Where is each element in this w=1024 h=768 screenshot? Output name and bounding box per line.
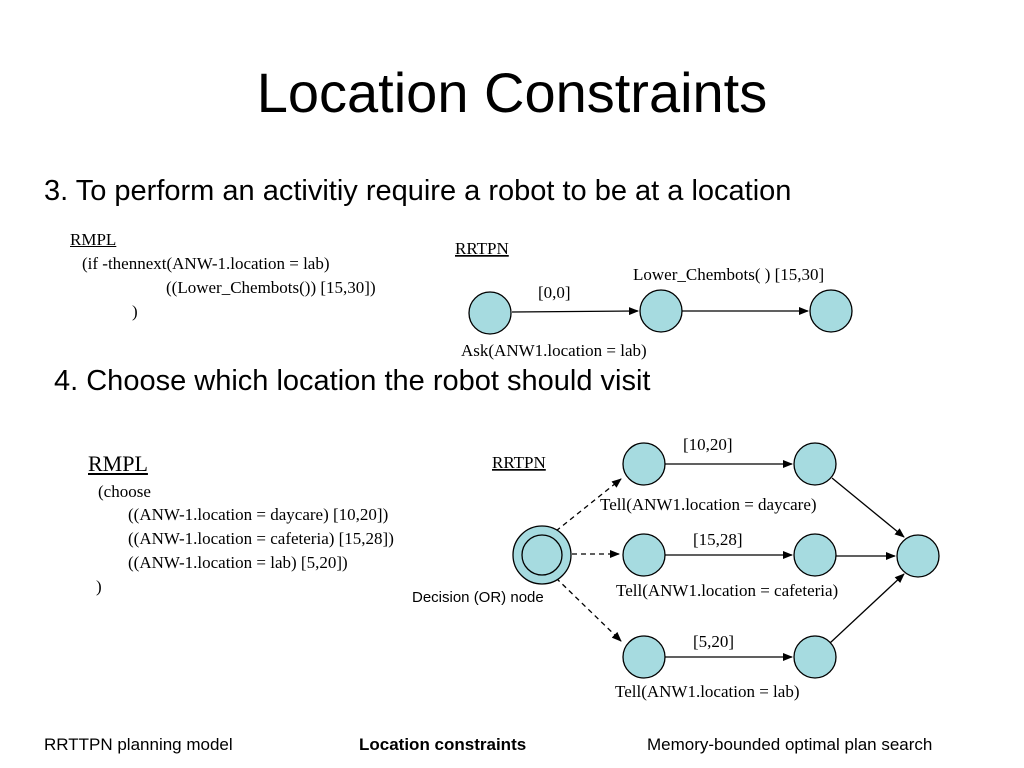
rrtpn-1-edge-1-label: [0,0] bbox=[538, 283, 571, 302]
merge-edge-lab bbox=[829, 573, 905, 644]
cafeteria-interval-label: [15,28] bbox=[693, 530, 743, 549]
rrtpn-2-heading: RRTPN bbox=[492, 453, 546, 472]
merge-node bbox=[896, 534, 940, 578]
rmpl-1-line-2: ((Lower_Chembots()) [15,30]) bbox=[166, 278, 376, 297]
daycare-start-node bbox=[622, 442, 666, 486]
rmpl-1-line-3: ) bbox=[132, 302, 138, 321]
point-3-text: 3. To perform an activitiy require a rob… bbox=[44, 175, 792, 207]
footer-left: RRTTPN planning model bbox=[44, 735, 233, 754]
cafeteria-start-node bbox=[622, 533, 666, 577]
daycare-end-node bbox=[793, 442, 837, 486]
rrtpn-1-heading: RRTPN bbox=[455, 239, 509, 258]
rrtpn-1-node-start bbox=[468, 291, 512, 335]
rmpl-1-heading: RMPL bbox=[70, 230, 117, 249]
rmpl-2-line-5: ) bbox=[96, 577, 102, 596]
footer-right: Memory-bounded optimal plan search bbox=[647, 735, 933, 754]
decision-edge-lab bbox=[555, 577, 622, 642]
rmpl-2-line-4: ((ANW-1.location = lab) [5,20]) bbox=[128, 553, 348, 572]
rrtpn-1-node-mid bbox=[639, 289, 683, 333]
rrtpn-1-bottom-label: Ask(ANW1.location = lab) bbox=[461, 341, 647, 360]
rmpl-2-line-3: ((ANW-1.location = cafeteria) [15,28]) bbox=[128, 529, 394, 548]
slide-title: Location Constraints bbox=[256, 61, 768, 124]
merge-edge-daycare bbox=[831, 477, 905, 538]
footer-center: Location constraints bbox=[359, 735, 527, 754]
decision-edge-daycare bbox=[555, 478, 622, 532]
decision-node-label: Decision (OR) node bbox=[412, 589, 544, 606]
rmpl-2-line-1: (choose bbox=[98, 482, 151, 501]
rrtpn-1-edge-2-label: Lower_Chembots( ) [15,30] bbox=[633, 265, 824, 284]
daycare-tell-label: Tell(ANW1.location = daycare) bbox=[600, 495, 817, 514]
lab-tell-label: Tell(ANW1.location = lab) bbox=[615, 682, 799, 701]
lab-start-node bbox=[622, 635, 666, 679]
rmpl-1-line-1: (if -thennext(ANW-1.location = lab) bbox=[82, 254, 330, 273]
lab-interval-label: [5,20] bbox=[693, 632, 734, 651]
decision-node-inner bbox=[521, 534, 563, 576]
rrtpn-1-edge-1 bbox=[511, 307, 639, 316]
point-4-text: 4. Choose which location the robot shoul… bbox=[54, 365, 651, 397]
rrtpn-1-node-end bbox=[809, 289, 853, 333]
cafeteria-tell-label: Tell(ANW1.location = cafeteria) bbox=[616, 581, 838, 600]
rmpl-2-line-2: ((ANW-1.location = daycare) [10,20]) bbox=[128, 505, 389, 524]
daycare-interval-label: [10,20] bbox=[683, 435, 733, 454]
lab-end-node bbox=[793, 635, 837, 679]
rmpl-2-heading: RMPL bbox=[88, 451, 148, 476]
cafeteria-end-node bbox=[793, 533, 837, 577]
